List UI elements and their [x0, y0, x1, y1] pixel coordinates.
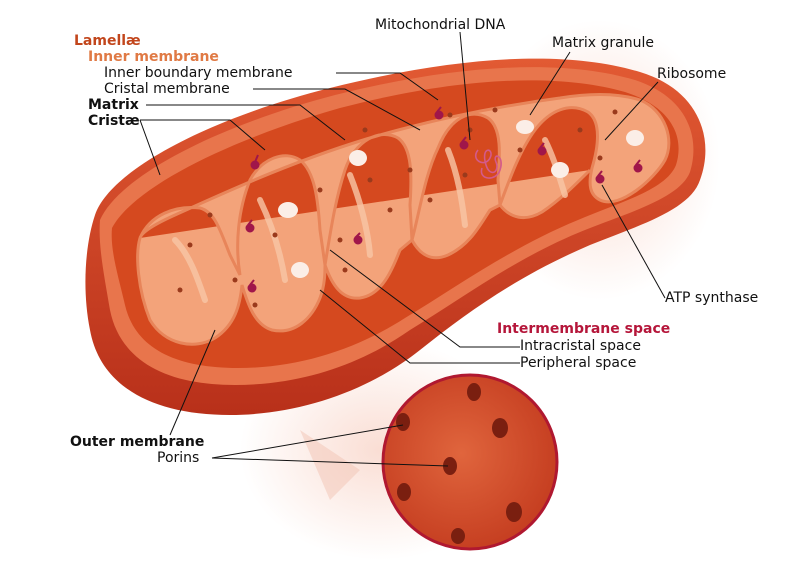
- crista-highlights: [172, 137, 568, 303]
- mitochondrial-dna-squiggle: [474, 149, 502, 179]
- label-mitochondrial-dna: Mitochondrial DNA: [375, 17, 506, 33]
- label-porins: Porins: [157, 450, 200, 466]
- leader-cristal: [253, 88, 421, 131]
- leader-porin-2: [211, 457, 449, 467]
- atp-synthase-particles: [245, 106, 643, 293]
- leader-matrix: [146, 104, 346, 141]
- label-intermembrane-space: Intermembrane space: [497, 321, 671, 337]
- label-matrix: Matrix: [88, 97, 139, 113]
- leader-granule: [529, 51, 571, 116]
- label-matrix-granule: Matrix granule: [552, 35, 654, 51]
- leader-peripheral: [319, 289, 520, 364]
- label-cristae: Cristæ: [88, 113, 140, 129]
- leader-cristae-2: [139, 119, 161, 176]
- inner-membrane-cristae-shape: [136, 93, 671, 346]
- porin-holes: [396, 383, 522, 544]
- label-outer-membrane: Outer membrane: [70, 434, 205, 450]
- matrix-granules: [278, 120, 644, 278]
- ribosomes: [177, 107, 618, 308]
- label-intracristal-space: Intracristal space: [520, 338, 641, 354]
- label-lamellae: Lamellæ: [74, 33, 141, 49]
- leader-atp: [601, 184, 666, 299]
- leader-mtdna: [459, 31, 471, 141]
- leader-lines: [139, 31, 666, 467]
- leader-intracristal: [329, 249, 520, 348]
- leader-ribosome: [604, 81, 659, 141]
- leader-outer: [169, 329, 216, 436]
- leader-cristae-1: [140, 119, 266, 151]
- label-inner-membrane: Inner membrane: [88, 49, 219, 65]
- label-atp-synthase: ATP synthase: [665, 290, 759, 306]
- label-cristal-membrane: Cristal membrane: [104, 81, 230, 97]
- label-ribosome: Ribosome: [657, 66, 727, 82]
- label-peripheral-space: Peripheral space: [520, 355, 637, 371]
- leader-porin-1: [211, 424, 404, 459]
- label-inner-boundary-membrane: Inner boundary membrane: [104, 65, 293, 81]
- porin-zoom-circle: [381, 373, 559, 551]
- zoom-arrow-icon: [300, 430, 360, 500]
- leader-inner-boundary: [336, 72, 439, 101]
